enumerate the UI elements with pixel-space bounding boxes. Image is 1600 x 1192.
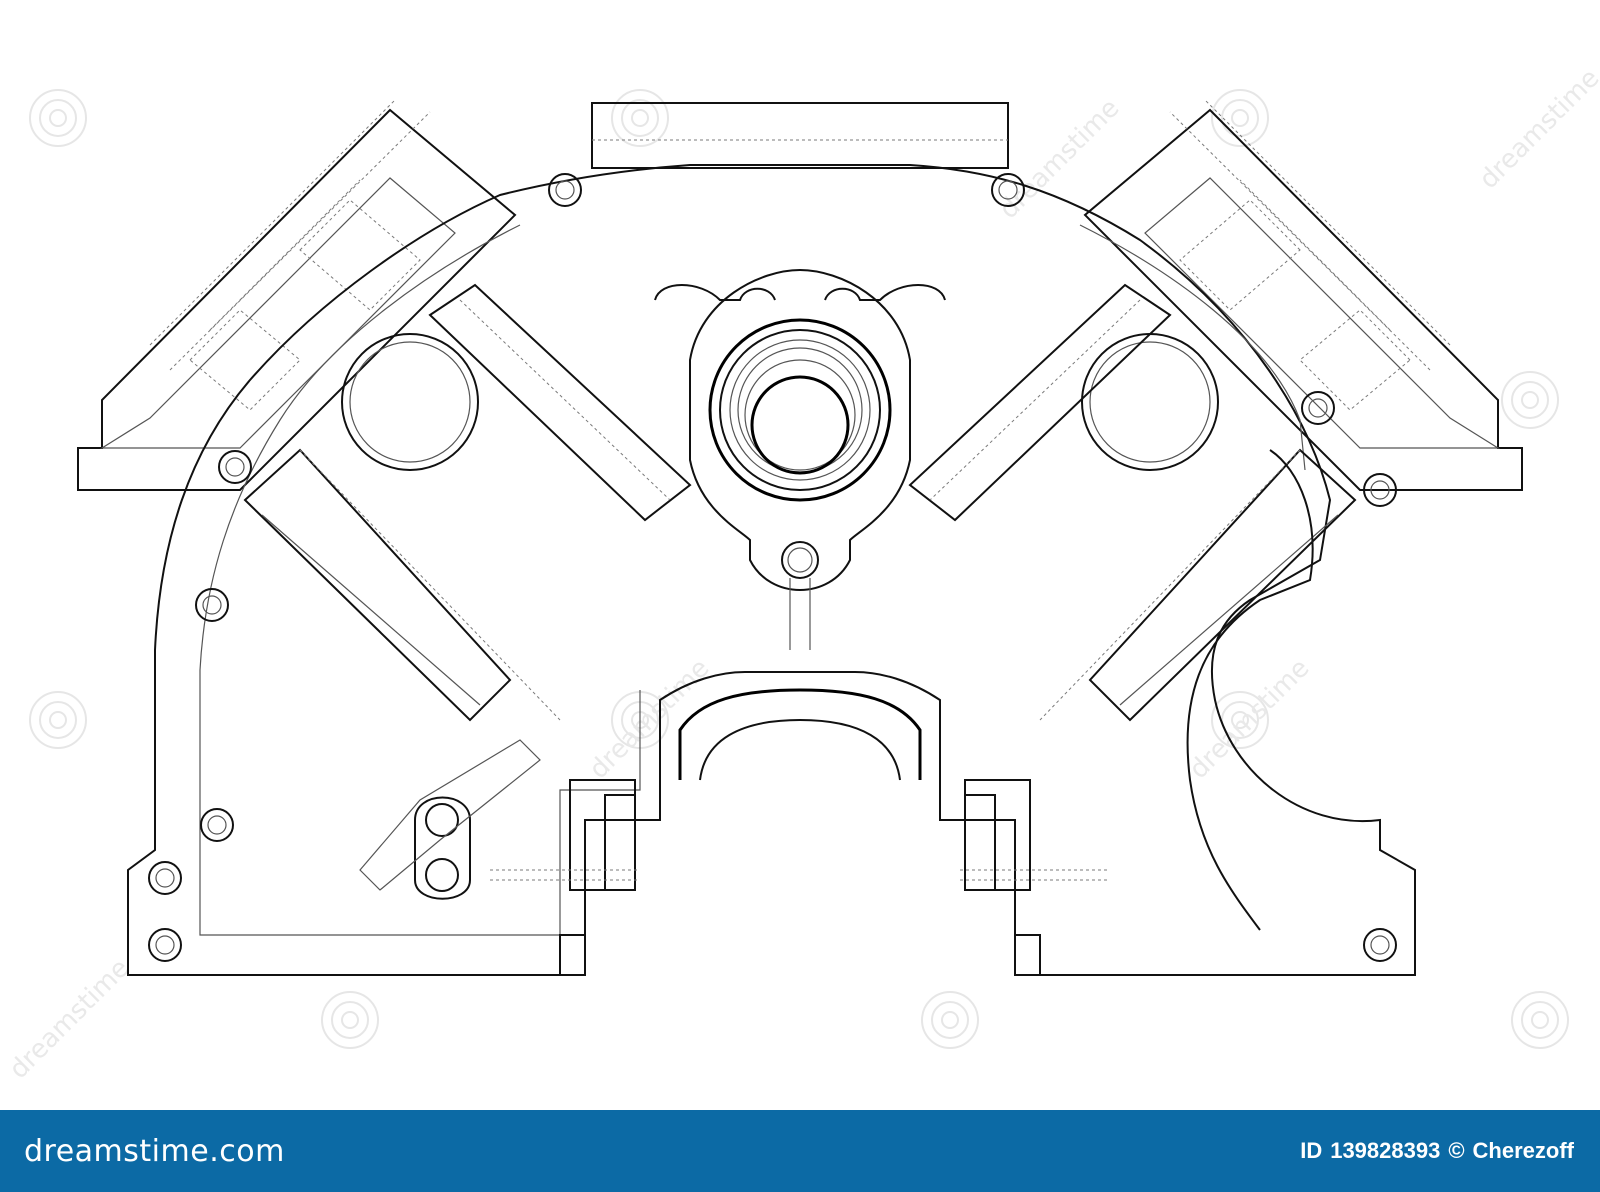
- right-main-cap: [960, 779, 1110, 891]
- bolt-hole: [1363, 928, 1397, 962]
- central-cam-bore: [689, 268, 911, 650]
- watermark-text: dreamstime: [1184, 653, 1316, 785]
- engine-block-drawing: dreamstime dreamstime dreamstime dreamst…: [4, 63, 1600, 1085]
- bolt-hole: [991, 173, 1025, 207]
- id-number: 139828393: [1330, 1138, 1441, 1163]
- bolt-hole: [1363, 473, 1397, 507]
- bolt-hole: [218, 450, 252, 484]
- right-cylinder-wall: [908, 283, 1357, 722]
- bolt-hole: [148, 861, 182, 895]
- bottom-right-leg: [1014, 934, 1041, 976]
- bolt-hole: [1301, 391, 1335, 425]
- copyright-symbol: ©: [1448, 1138, 1465, 1163]
- main-bearing-arch: [678, 688, 922, 780]
- bolt-hole: [548, 173, 582, 207]
- right-bore: [1081, 333, 1219, 471]
- mounting-holes: [148, 173, 1397, 962]
- stock-footer-bar: dreamstime.com ID 139828393 © Cherezoff: [0, 1110, 1600, 1192]
- left-cylinder-bank: [77, 99, 517, 491]
- brand-tld: .com: [209, 1133, 285, 1169]
- main-housing: [127, 164, 1416, 976]
- watermark-text: dreamstime: [1474, 63, 1600, 195]
- right-cylinder-bank: [1083, 99, 1523, 491]
- id-label: ID: [1300, 1138, 1323, 1163]
- brand-logo: dreamstime.com: [24, 1134, 285, 1169]
- author-name: Cherezoff: [1472, 1138, 1574, 1163]
- brand-name: dreamstime: [24, 1133, 210, 1169]
- watermark-pattern: dreamstime dreamstime dreamstime dreamst…: [4, 63, 1600, 1085]
- bottom-left-leg: [559, 934, 586, 976]
- bolt-hole: [195, 588, 229, 622]
- bolt-hole: [200, 808, 234, 842]
- left-main-cap: [490, 779, 640, 891]
- lifter-boss-left: [654, 284, 776, 301]
- right-flange: [1186, 449, 1314, 931]
- left-cylinder-wall: [243, 283, 692, 722]
- bolt-hole: [148, 928, 182, 962]
- lifter-boss-right: [824, 284, 946, 301]
- top-center-block: [591, 102, 1009, 169]
- watermark-text: dreamstime: [584, 653, 716, 785]
- watermark-text: dreamstime: [4, 953, 136, 1085]
- image-credit: ID 139828393 © Cherezoff: [1300, 1138, 1574, 1164]
- left-bore: [341, 333, 479, 471]
- oil-gallery-boss: [359, 739, 541, 900]
- engine-block: [77, 99, 1523, 976]
